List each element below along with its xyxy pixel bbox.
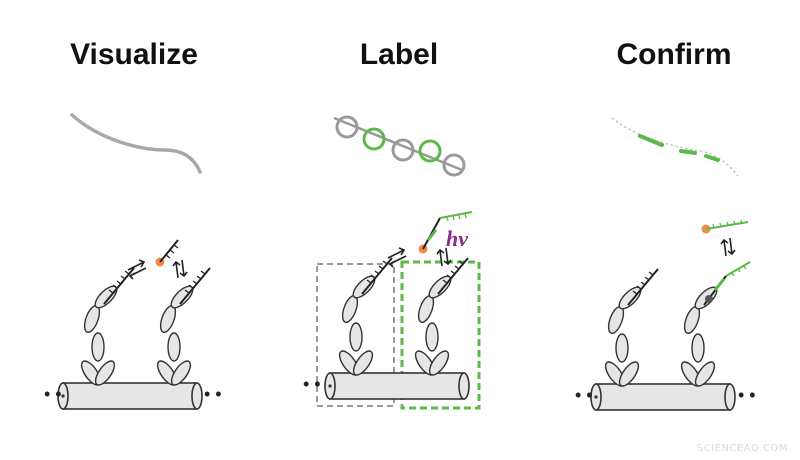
exchange-arrows-left bbox=[127, 259, 147, 280]
dna-strand-left bbox=[627, 268, 659, 306]
panel-title-confirm: Confirm bbox=[616, 38, 732, 71]
motor-protein-left bbox=[77, 282, 121, 389]
exchange-arrows-right bbox=[720, 237, 736, 257]
svg-text:• •: • • bbox=[204, 384, 222, 404]
motor-protein-left bbox=[335, 272, 379, 379]
motor-protein-right bbox=[153, 282, 197, 389]
svg-text:• •: • • bbox=[575, 385, 593, 405]
label-panel: • • bbox=[303, 115, 481, 410]
dna-strand-left bbox=[103, 267, 135, 305]
svg-text:• •: • • bbox=[44, 384, 62, 404]
released-strand bbox=[701, 219, 749, 234]
microtubule: • • • • bbox=[44, 382, 222, 410]
dna-strand-right bbox=[179, 267, 211, 305]
svg-text:• •: • • bbox=[303, 374, 321, 394]
labeled-strand bbox=[418, 211, 473, 254]
motor-protein-left bbox=[601, 283, 645, 390]
green-selection-box bbox=[400, 260, 481, 410]
panel-title-visualize: Visualize bbox=[70, 38, 198, 71]
microtubule: • • bbox=[303, 372, 470, 400]
watermark: SCIENCEAQ.COM bbox=[696, 443, 788, 454]
visualize-panel: • • • • bbox=[44, 113, 222, 410]
exchange-arrows-right bbox=[172, 259, 188, 279]
photon-energy-label: hν bbox=[446, 226, 468, 251]
labeled-dna-curve bbox=[611, 117, 739, 177]
captured-strand bbox=[703, 261, 751, 306]
svg-text:• •: • • bbox=[738, 385, 756, 405]
beaded-dna bbox=[333, 115, 466, 177]
confirm-panel: • • • • bbox=[575, 117, 756, 411]
microtubule: • • • • bbox=[575, 383, 756, 411]
motor-protein-right bbox=[677, 283, 721, 390]
motor-protein-right bbox=[411, 272, 455, 379]
fluorophore-strand bbox=[155, 239, 179, 267]
panel-title-label: Label bbox=[359, 38, 439, 71]
gray-dna-curve bbox=[70, 113, 202, 174]
